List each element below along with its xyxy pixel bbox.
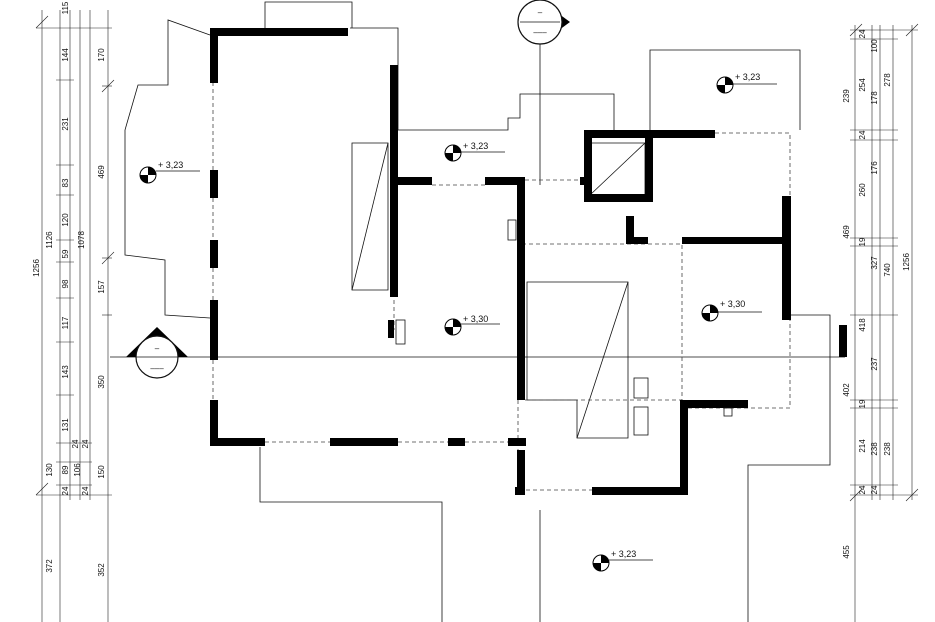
dim-right-6: 24: [858, 485, 867, 494]
dim-right-2-2: 260: [858, 183, 867, 197]
dim-right-3-0: 278: [883, 73, 892, 87]
dim-left-bottom-0: 372: [45, 559, 54, 573]
elevation-label: + 3,30: [720, 299, 745, 309]
dim-left-2-13: 24: [61, 486, 70, 495]
section-left-sub: –––: [150, 364, 164, 373]
dim-left-2-5: 59: [61, 249, 70, 258]
elevation-label: + 3,30: [463, 314, 488, 324]
dim-left-2-2: 231: [61, 117, 70, 131]
dim-left-3-1: 1078: [77, 231, 86, 249]
dim-right-2: 24: [858, 130, 867, 139]
left-dimension-chains: [35, 10, 115, 622]
dim-right-3-1: 178: [870, 91, 879, 105]
elevation-marker-2: + 3,23: [444, 141, 505, 162]
dashed-openings: [212, 82, 791, 491]
dim-right-2-1: 254: [858, 78, 867, 92]
dim-left-2-8: 143: [61, 365, 70, 379]
section-marker-left: – –––: [126, 327, 188, 379]
section-top-sub: –––: [533, 28, 547, 37]
dim-left-2-0: 115: [61, 1, 70, 14]
right-dimension-labels: 24 239 24 469 418 402 24 455 100 254 260…: [842, 29, 911, 559]
elevation-label: + 3,23: [158, 160, 183, 170]
dim-left-2-9: 131: [61, 418, 70, 432]
level-symbol-icon: [139, 166, 157, 184]
level-symbol-icon: [701, 304, 719, 322]
elevation-marker-1: + 3,23: [139, 160, 200, 184]
dim-left-2-12: 89: [61, 465, 70, 474]
dim-right-5: 402: [842, 383, 851, 397]
dim-right-0: 24: [858, 29, 867, 38]
elevation-label: + 3,23: [463, 141, 488, 151]
dim-left-4-5: 106: [73, 463, 82, 477]
section-left-label: –: [155, 344, 160, 353]
dim-right-2-4: 237: [870, 357, 879, 371]
level-symbol-icon: [444, 318, 462, 336]
dim-left-2-7: 117: [61, 316, 70, 329]
level-symbol-icon: [716, 76, 734, 94]
dim-left-4-2: 157: [97, 280, 106, 294]
elevation-marker-6: + 3,23: [592, 549, 653, 572]
elevation-marker-4: + 3,30: [444, 314, 500, 336]
dim-left-4-3: 350: [97, 375, 106, 389]
fixtures: [395, 219, 733, 436]
dim-right-outer: 1256: [902, 253, 911, 271]
level-symbol-icon: [592, 554, 610, 572]
walls: [210, 28, 847, 495]
dim-left-bottom-1: 352: [97, 563, 106, 577]
dim-left-outer: 1256: [32, 259, 41, 277]
dim-left-4-6: 150: [97, 465, 106, 479]
dim-right-2-5: 19: [858, 399, 867, 408]
left-dimension-labels: 1256 115 144 231 83 120 59 98 117 143 13…: [32, 1, 106, 577]
dim-left-4-4: 24: [81, 439, 90, 448]
dim-right-1: 239: [842, 89, 851, 103]
dim-right-2-3: 19: [858, 237, 867, 246]
dim-right-3-2: 176: [870, 161, 879, 175]
dim-right-2-7: 24: [870, 485, 879, 494]
dim-left-4-0: 170: [97, 48, 106, 62]
dim-left-4-7: 24: [81, 486, 90, 495]
dim-left-2-1: 144: [61, 48, 70, 62]
terrace-outlines: [110, 1, 845, 622]
dim-left-2-10: 24: [71, 439, 80, 448]
dim-right-3-3: 327: [870, 256, 879, 270]
dim-right-2-0: 100: [870, 39, 879, 53]
dim-right-3: 469: [842, 225, 851, 239]
dim-left-2-6: 98: [61, 279, 70, 288]
dim-right-7: 455: [842, 545, 851, 559]
dim-left-2-11: 130: [45, 463, 54, 477]
dim-left-3-0: 1126: [45, 231, 54, 249]
elevation-marker-3: + 3,23: [716, 72, 777, 94]
dim-right-3-4: 740: [883, 263, 892, 277]
elevation-label: + 3,23: [735, 72, 760, 82]
section-marker-top: – –––: [517, 0, 570, 45]
dim-right-4: 418: [858, 318, 867, 332]
dim-left-2-4: 120: [61, 213, 70, 227]
dim-left-4-1: 469: [97, 165, 106, 179]
dim-right-3-5: 238: [870, 442, 879, 456]
right-dimension-chains: [849, 23, 919, 622]
dim-right-2-6: 214: [858, 439, 867, 453]
dim-right-3-6: 238: [883, 442, 892, 456]
elevation-label: + 3,23: [611, 549, 636, 559]
level-symbol-icon: [444, 144, 462, 162]
section-top-label: –: [538, 8, 543, 17]
dim-left-2-3: 83: [61, 178, 70, 187]
elevation-marker-5: + 3,30: [701, 299, 762, 322]
